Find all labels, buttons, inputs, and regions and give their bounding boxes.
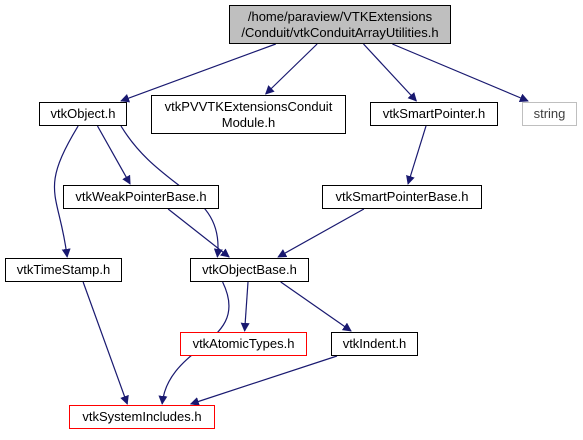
node-label: vtkObjectBase.h [202, 262, 297, 277]
edge-objectBase-to-atomicTypes [240, 281, 250, 332]
node-label-line: /Conduit/vtkConduitArrayUtilities.h [241, 24, 439, 40]
node-label: vtkAtomicTypes.h [192, 336, 295, 351]
node-label: vtkSystemIncludes.h [82, 409, 202, 424]
node-label: vtkSmartPointerBase.h [335, 189, 469, 204]
node-label-line: vtkPVVTKExtensionsConduit [164, 98, 333, 114]
node-string[interactable]: string [522, 102, 577, 126]
edge-objectBase-to-indent [280, 281, 352, 332]
edge-weakPointerBase-to-objectBase [167, 208, 230, 258]
edge-smartPointerBase-to-objectBase [277, 208, 365, 258]
node-label-line: Module.h [221, 114, 276, 130]
node-label: vtkTimeStamp.h [16, 262, 111, 277]
node-atomic-types[interactable]: vtkAtomicTypes.h [180, 332, 307, 356]
node-object-base[interactable]: vtkObjectBase.h [190, 258, 309, 282]
edge-root-to-conduitModule [265, 43, 318, 95]
edge-root-to-string [392, 43, 529, 103]
edge-vtkObject-to-timeStamp [53, 125, 79, 258]
node-smart-pointer[interactable]: vtkSmartPointer.h [370, 102, 498, 126]
edge-root-to-smartPointer [363, 43, 417, 102]
node-smart-pointer-base[interactable]: vtkSmartPointerBase.h [322, 185, 482, 209]
node-weak-pointer-base[interactable]: vtkWeakPointerBase.h [63, 185, 219, 209]
node-label: vtkIndent.h [342, 336, 407, 351]
node-system-includes[interactable]: vtkSystemIncludes.h [69, 405, 215, 429]
edge-smartPointer-to-smartPointerBase [406, 125, 427, 185]
node-label-line: /home/paraview/VTKExtensions [247, 8, 433, 24]
edge-root-to-vtkObject [120, 43, 276, 103]
edge-vtkObject-to-weakPointerBase [96, 125, 131, 185]
node-time-stamp[interactable]: vtkTimeStamp.h [5, 258, 122, 282]
node-label: string [533, 106, 566, 121]
node-label: vtkSmartPointer.h [382, 106, 486, 121]
node-vtkobject[interactable]: vtkObject.h [39, 102, 127, 126]
edge-timeStamp-to-systemIncludes [82, 281, 129, 405]
edge-indent-to-systemIncludes [189, 355, 338, 406]
node-conduit-module[interactable]: vtkPVVTKExtensionsConduit Module.h [151, 95, 346, 134]
node-label: vtkWeakPointerBase.h [75, 189, 207, 204]
node-indent[interactable]: vtkIndent.h [331, 332, 418, 356]
node-label: vtkObject.h [50, 106, 116, 121]
node-root-header[interactable]: /home/paraview/VTKExtensions /Conduit/vt… [229, 5, 451, 44]
